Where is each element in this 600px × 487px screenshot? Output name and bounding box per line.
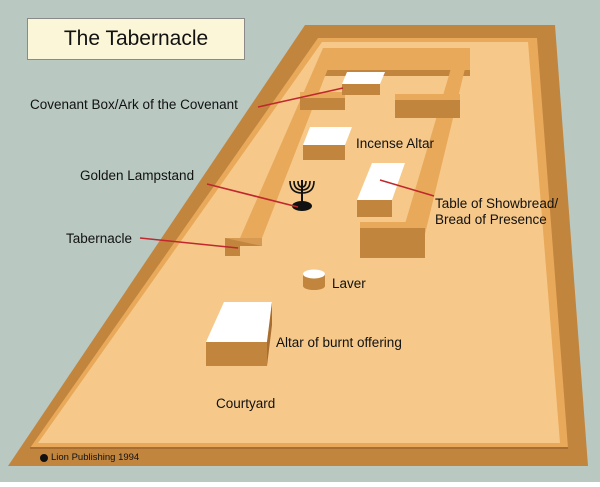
label-table-line2: Bread of Presence [435, 212, 547, 227]
veil-right-block [395, 100, 460, 118]
label-tabernacle: Tabernacle [66, 231, 133, 246]
tabernacle-back-wall-top [323, 48, 470, 70]
label-incense-altar: Incense Altar [356, 136, 435, 151]
veil-left-block [300, 98, 345, 110]
table-top [357, 163, 405, 200]
leader-lampstand [206, 183, 299, 208]
menorah-icon [289, 180, 315, 211]
label-altar: Altar of burnt offering [276, 335, 402, 350]
tabernacle-left-corner [225, 238, 262, 246]
copyright-text: Lion Publishing 1994 [51, 452, 140, 463]
incense-altar-top [303, 127, 352, 145]
label-laver: Laver [332, 276, 366, 291]
tabernacle-right-wall-front [360, 228, 425, 258]
altar-front [206, 342, 267, 366]
leader-ark [257, 87, 344, 108]
title-box: The Tabernacle [27, 18, 245, 60]
label-ark: Covenant Box/Ark of the Covenant [30, 97, 238, 112]
copyright-icon [40, 453, 48, 462]
tabernacle-right-wall-cap [360, 222, 425, 228]
veil-left-cap [300, 92, 345, 98]
page-title: The Tabernacle [63, 27, 209, 50]
altar-top [206, 302, 272, 342]
label-table-line1: Table of Showbread/ [435, 196, 559, 211]
leader-table [379, 179, 435, 197]
table-side [357, 200, 392, 217]
laver-shape [303, 269, 325, 290]
tabernacle-back-wall-side [323, 70, 470, 76]
veil-right-cap [395, 94, 460, 100]
altar-side [267, 302, 272, 366]
copyright-notice: Lion Publishing 1994 [40, 452, 139, 463]
label-courtyard: Courtyard [216, 396, 276, 411]
ark-side [342, 84, 380, 95]
leader-tabernacle [139, 237, 239, 249]
incense-altar-side [303, 145, 345, 160]
ark-top [342, 72, 385, 84]
label-golden-lampstand: Golden Lampstand [80, 168, 195, 183]
